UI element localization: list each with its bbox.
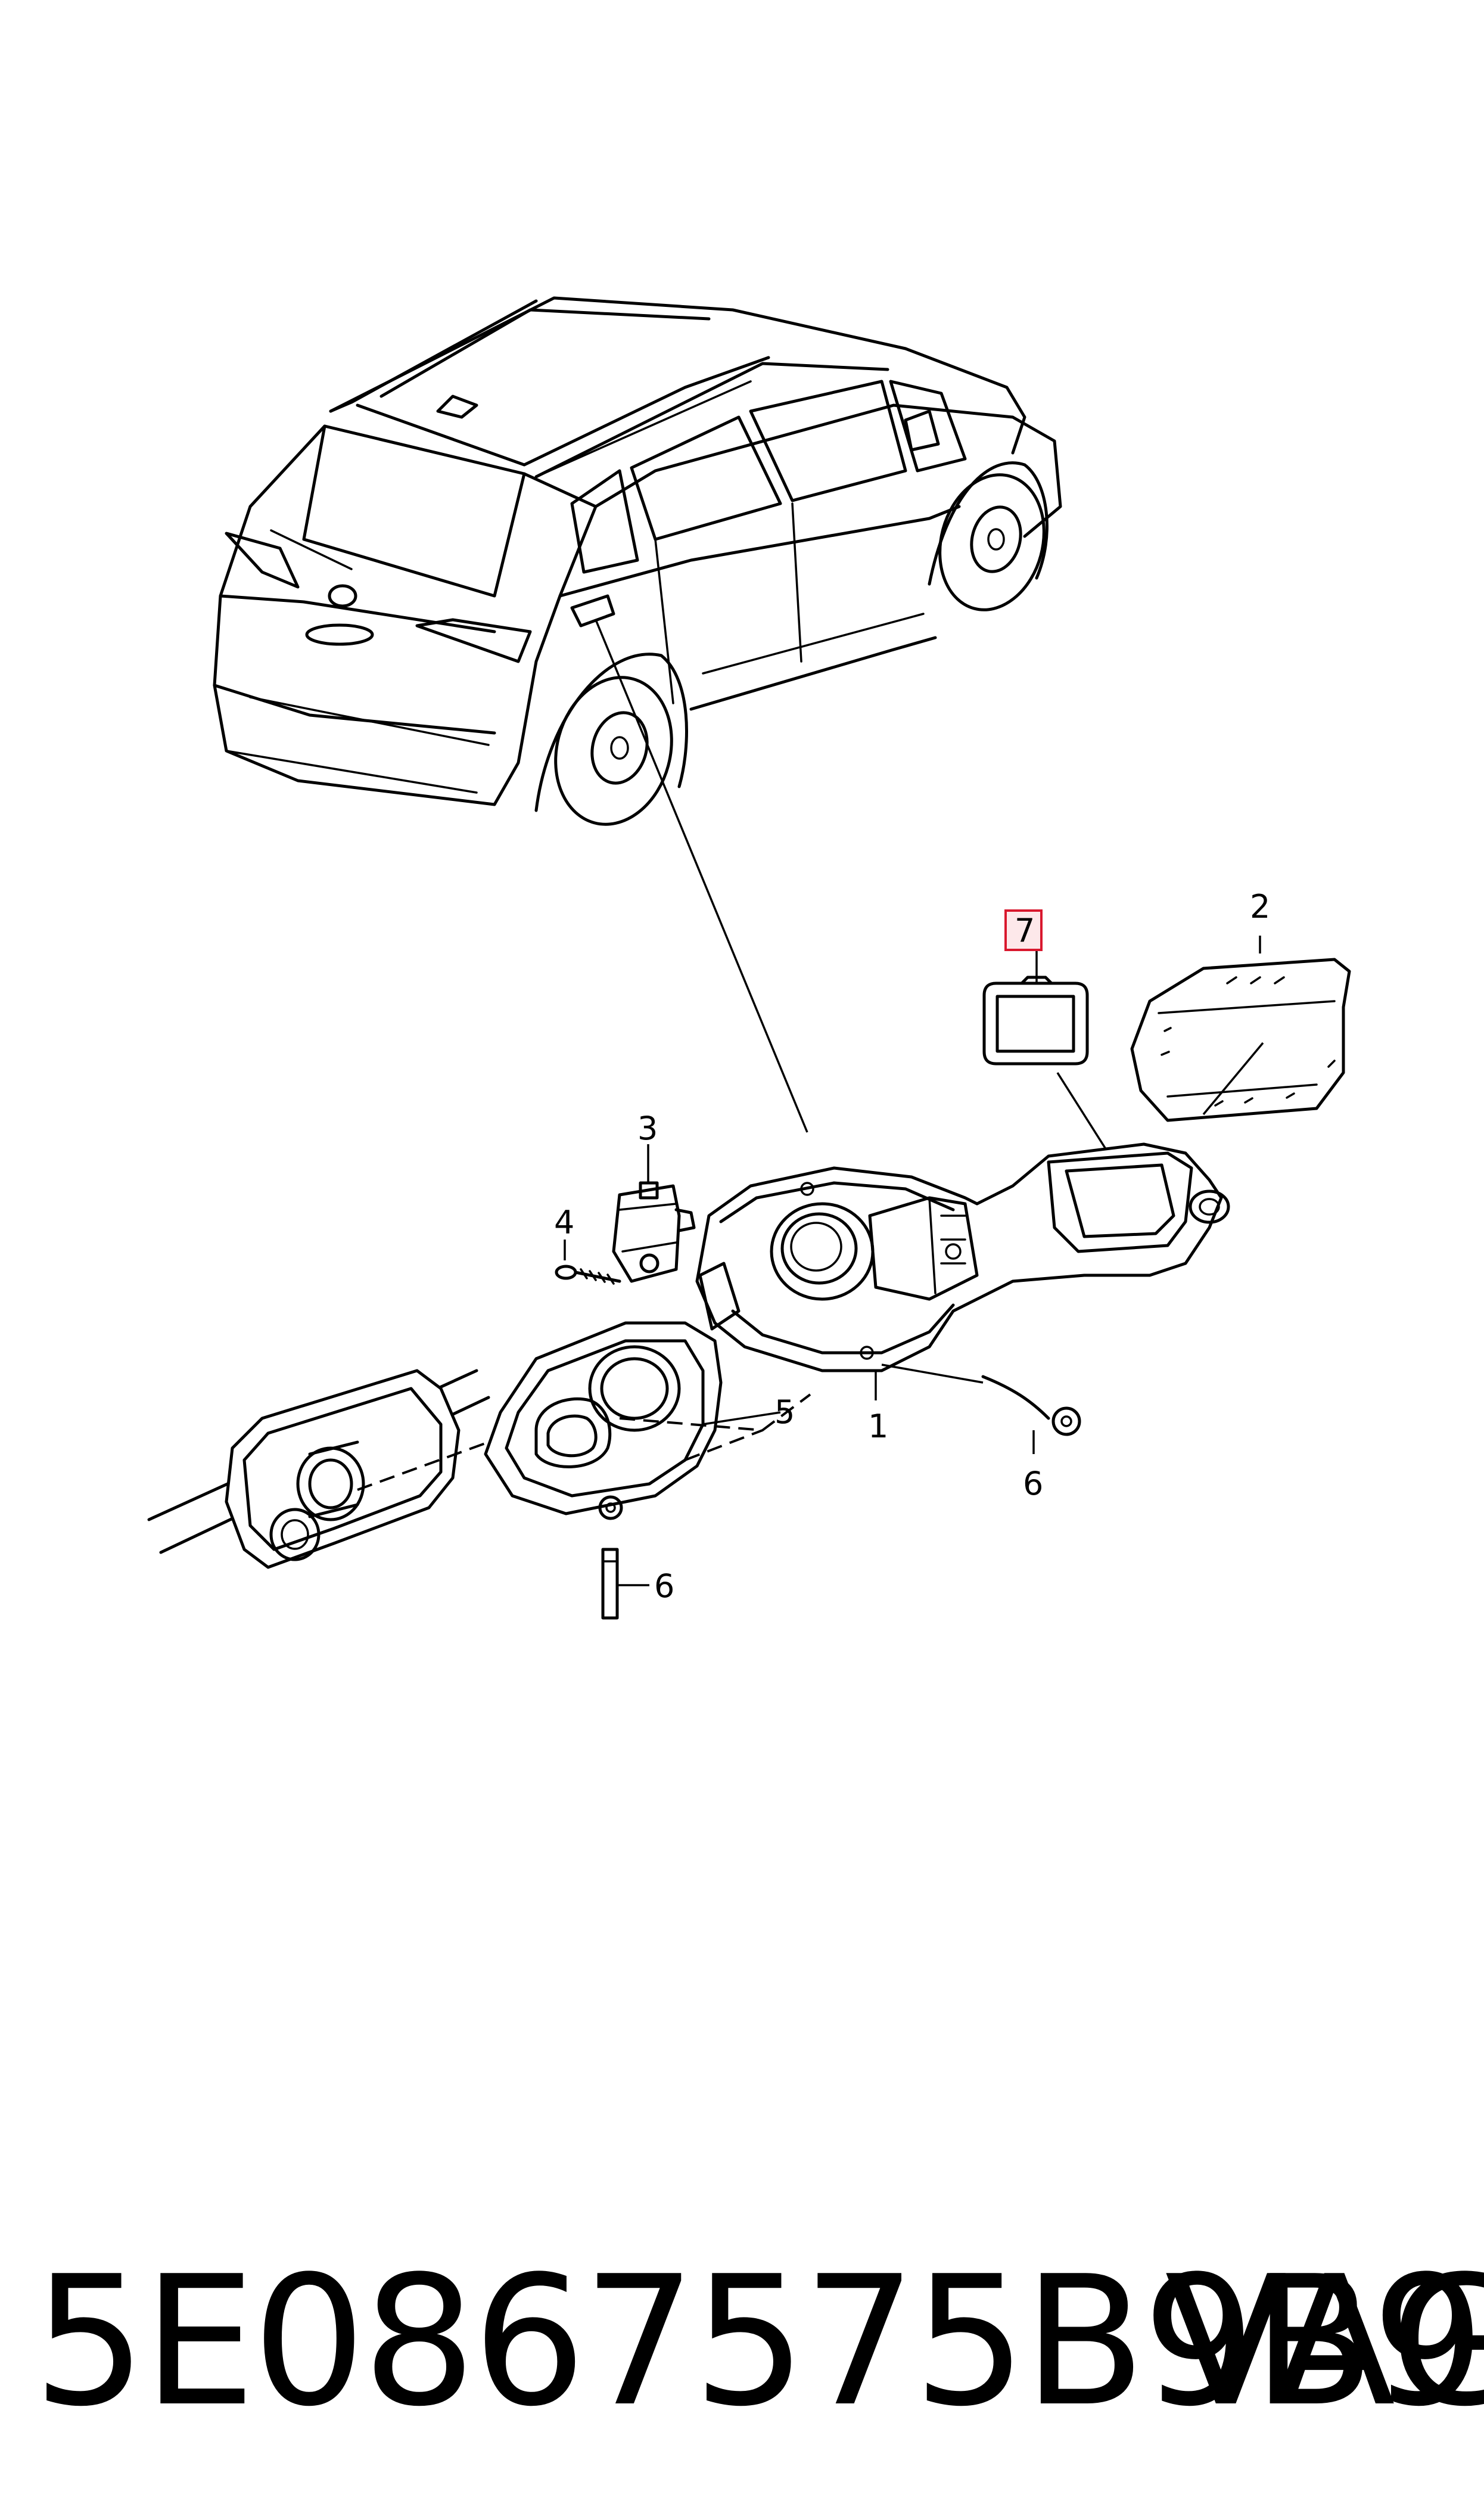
callout-5: 5: [774, 1393, 795, 1431]
svg-text:7: 7: [1015, 912, 1035, 949]
assembly-line-3: [685, 1429, 763, 1461]
part-1-fuel-filler-housing: [695, 1142, 1230, 1436]
brand-label: VAG: [1165, 2238, 1484, 2446]
part-number: 5E0867575B9B9: [33, 2238, 1484, 2446]
part-7-label-sticker: [982, 976, 1115, 1163]
footer: 5E0867575B9B9 VAG: [0, 2241, 1484, 2443]
callout-1: 1: [868, 1408, 888, 1445]
exploded-parts-diagram: 1 2 3 4 5 6 6 7: [147, 296, 1351, 1620]
callout-7-highlighted: 7: [1004, 909, 1043, 951]
part-3-flap-actuator: [612, 1144, 696, 1283]
callout-6-lower: 6: [654, 1567, 674, 1605]
callout-6-upper: 6: [1023, 1465, 1043, 1502]
callout-3: 3: [637, 1110, 658, 1147]
part-2-cover-panel: [1130, 958, 1351, 1122]
callout-4: 4: [554, 1204, 574, 1241]
part-6-drain-pin: [601, 1548, 649, 1620]
part-5-flap-housing-insert: [484, 1321, 781, 1520]
part-4-screw: [555, 1240, 621, 1285]
vehicle-illustration: [213, 296, 1062, 826]
car-to-housing-leader: [595, 619, 808, 1133]
body-side-panel-section: [147, 1369, 490, 1569]
callout-2: 2: [1250, 888, 1270, 925]
